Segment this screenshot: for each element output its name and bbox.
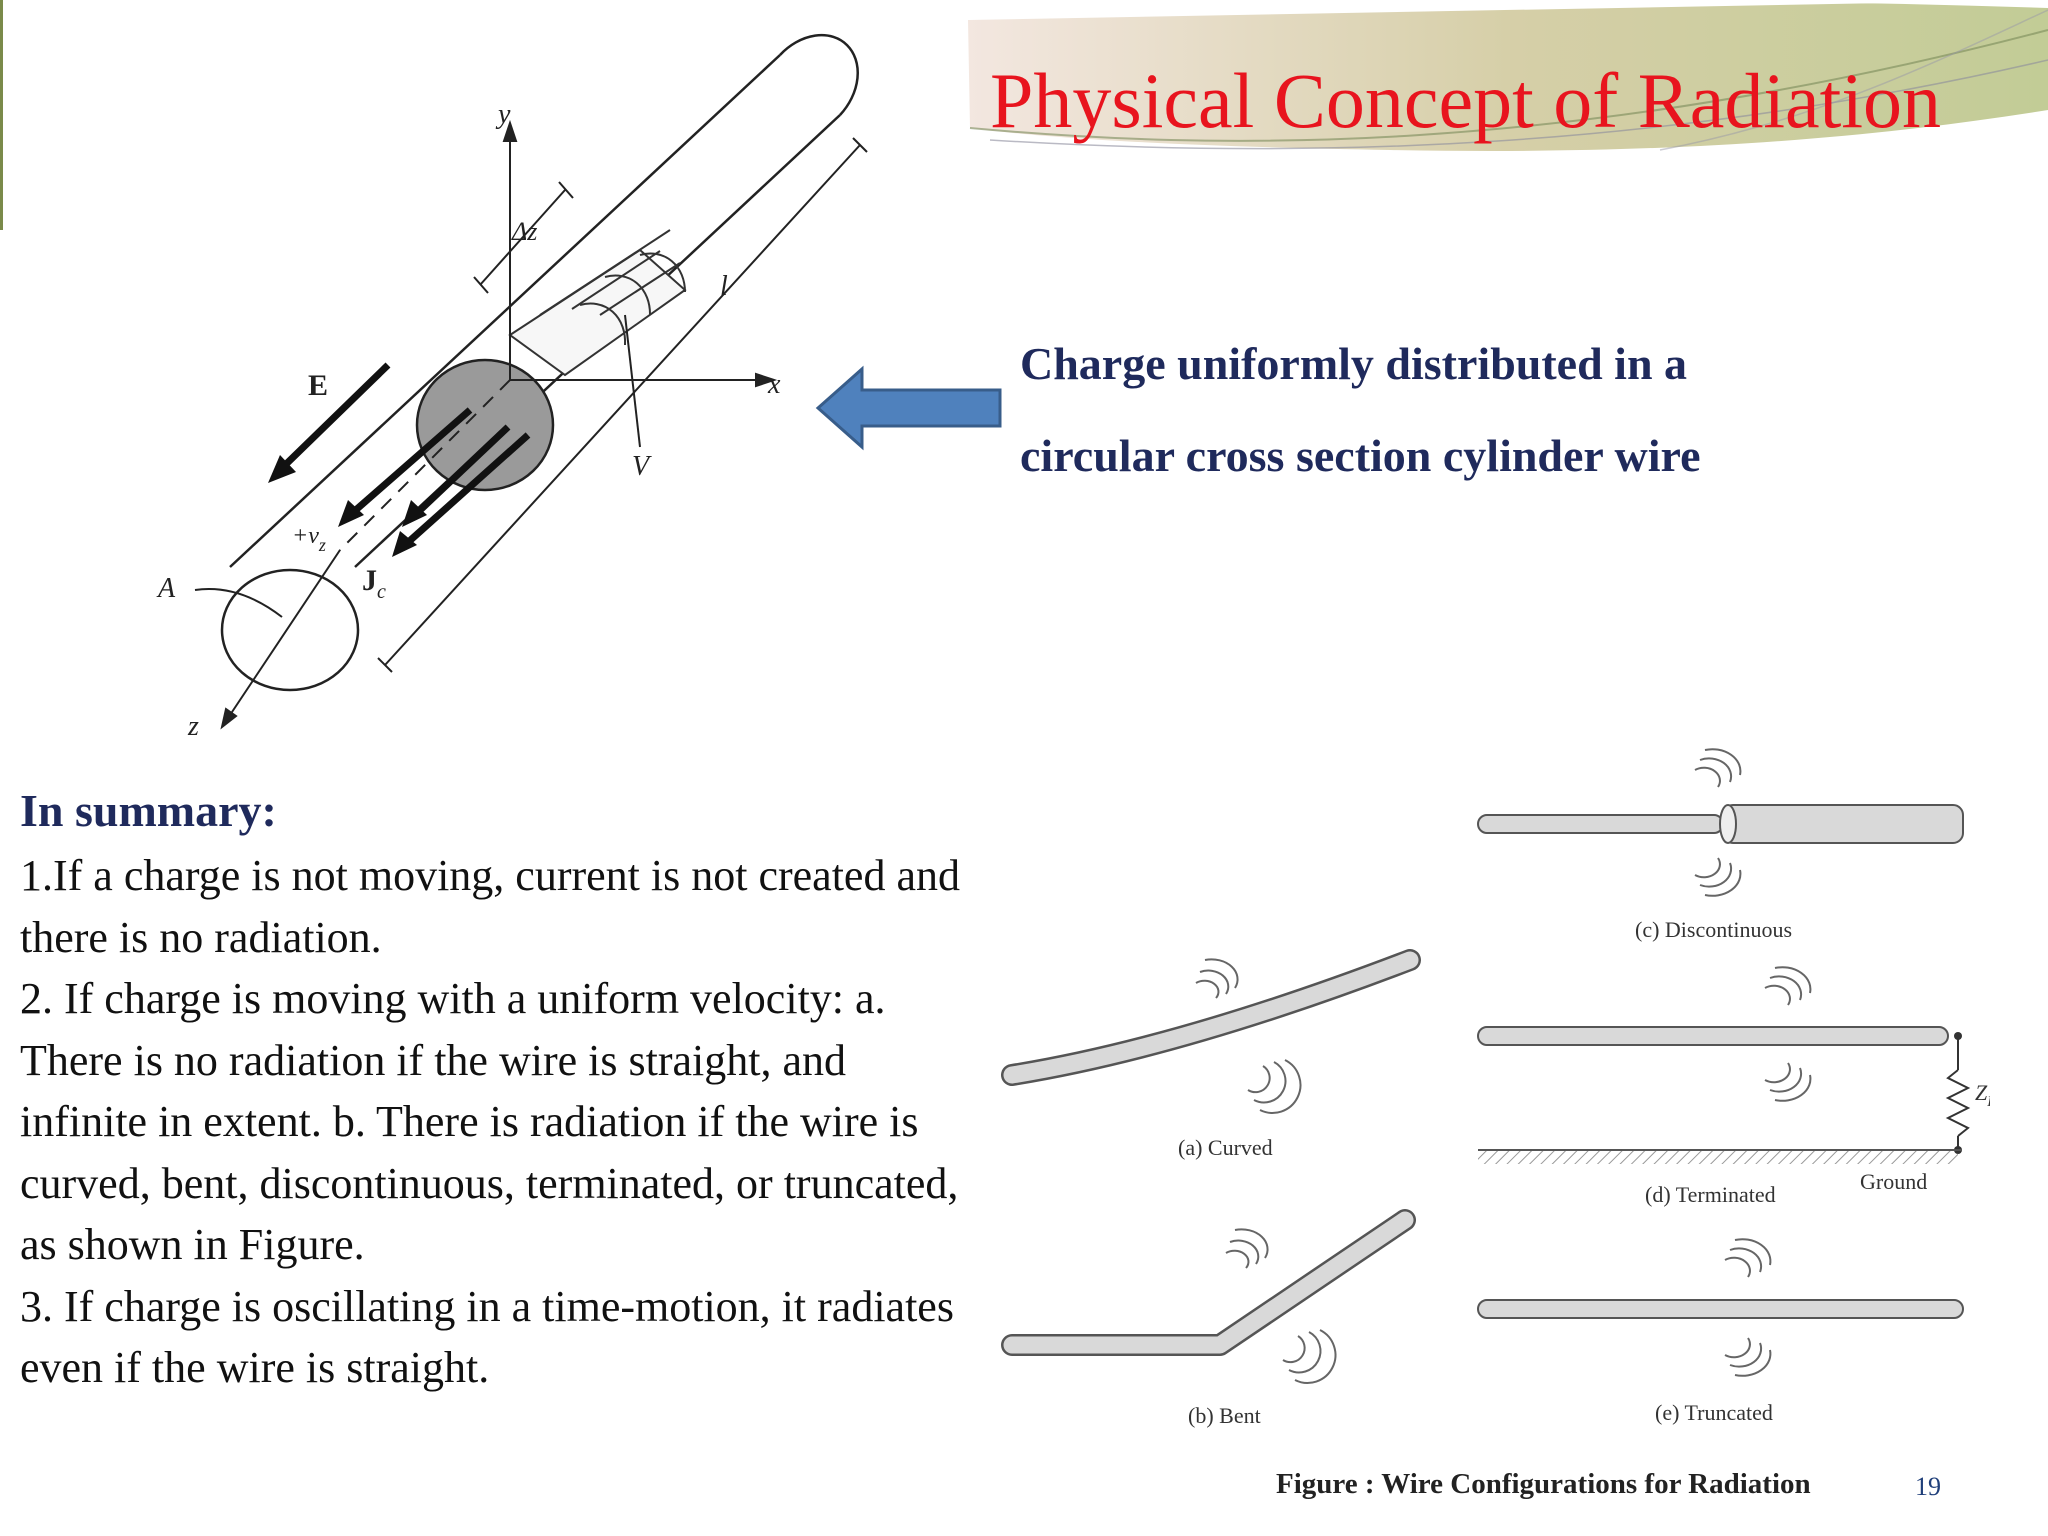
wire-bent: (b) Bent bbox=[1001, 1209, 1416, 1428]
load-label: ZL bbox=[1975, 1080, 1990, 1110]
ground-label: Ground bbox=[1860, 1169, 1927, 1194]
current-density-label: Jc bbox=[362, 564, 386, 603]
delta-z-label: Δz bbox=[511, 217, 537, 246]
page-number: 19 bbox=[1915, 1472, 1941, 1501]
caption-curved: (a) Curved bbox=[1178, 1135, 1273, 1160]
z-axis-label: z bbox=[187, 711, 199, 742]
length-label: l bbox=[720, 271, 728, 302]
wire-curved: (a) Curved bbox=[1001, 949, 1421, 1160]
wire-terminated: ZL Ground (d) Terminated bbox=[1477, 966, 1990, 1207]
cylinder-figure: y x z E Δz l V A +vz Jc bbox=[156, 33, 868, 742]
volume-label: V bbox=[632, 451, 652, 482]
summary-heading: In summary: bbox=[20, 785, 277, 836]
wire-discontinuous: (c) Discontinuous bbox=[1477, 748, 1964, 942]
wire-truncated: (e) Truncated bbox=[1477, 1238, 1964, 1425]
cross-section-disk bbox=[415, 358, 555, 492]
edge-bar bbox=[0, 0, 3, 230]
caption-bent: (b) Bent bbox=[1188, 1403, 1261, 1428]
summary-item: 2. If charge is moving with a uniform ve… bbox=[20, 974, 959, 1269]
caption-terminated: (d) Terminated bbox=[1645, 1182, 1776, 1207]
e-field-label: E bbox=[308, 369, 328, 402]
title-banner bbox=[968, 0, 2048, 151]
summary-item: 1.If a charge is not moving, current is … bbox=[20, 851, 960, 962]
caption-discontinuous: (c) Discontinuous bbox=[1635, 917, 1792, 942]
charge-description: Charge uniformly distributed in a circul… bbox=[1020, 318, 2030, 502]
charge-description-line-2: circular cross section cylinder wire bbox=[1020, 430, 1701, 481]
summary-item: 3. If charge is oscillating in a time-mo… bbox=[20, 1281, 954, 1393]
area-label: A bbox=[156, 573, 176, 604]
wire-configurations-figure: (c) Discontinuous (a) Curved ZL bbox=[1001, 748, 1990, 1500]
y-axis-label: y bbox=[495, 99, 511, 130]
pointer-arrow bbox=[815, 365, 1002, 451]
summary-body: 1.If a charge is not moving, current is … bbox=[20, 845, 960, 1399]
x-axis-label: x bbox=[767, 369, 781, 400]
page-title: Physical Concept of Radiation bbox=[990, 57, 1942, 144]
velocity-label: +vz bbox=[292, 523, 326, 555]
charge-description-line-1: Charge uniformly distributed in a bbox=[1020, 338, 1688, 389]
caption-truncated: (e) Truncated bbox=[1655, 1400, 1773, 1425]
figure-caption: Figure : Wire Configurations for Radiati… bbox=[1276, 1468, 1811, 1500]
